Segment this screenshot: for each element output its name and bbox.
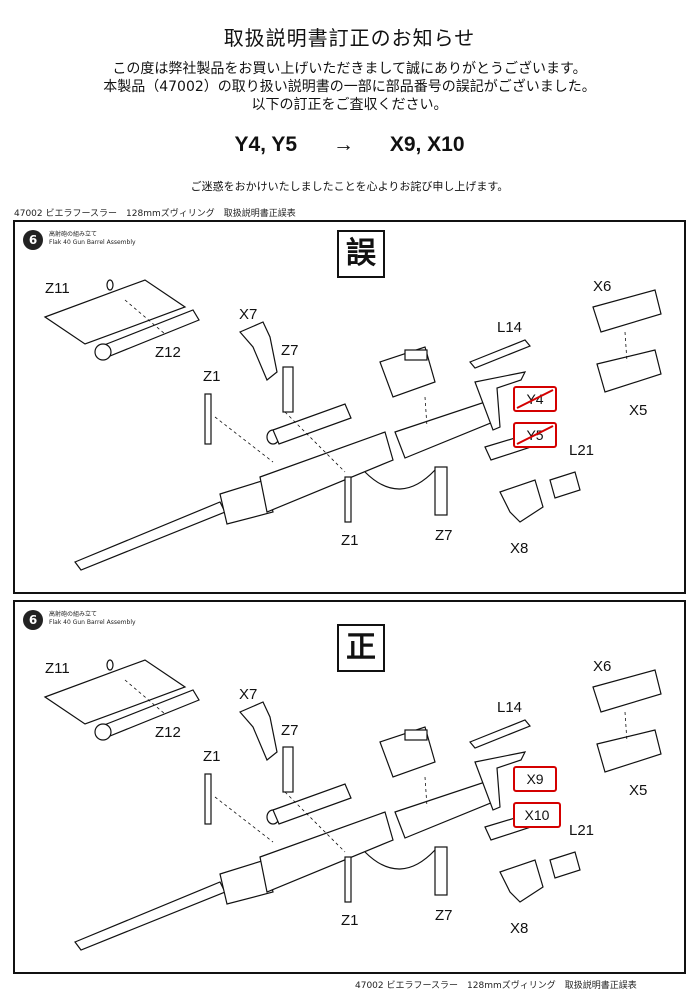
step-title: 高射砲の組み立て Flak 40 Gun Barrel Assembly — [49, 611, 136, 627]
intro-line-2: 本製品（47002）の取り扱い説明書の一部に部品番号の誤記がございました。 — [103, 79, 596, 95]
label-l21: L21 — [569, 442, 595, 459]
label-x7: X7 — [239, 306, 258, 323]
panel-wrong: 6 高射砲の組み立て Flak 40 Gun Barrel Assembly 誤 — [13, 220, 686, 594]
wrong-badge: 誤 — [337, 230, 385, 278]
intro-line-3: 以下の訂正をご査収ください。 — [251, 97, 448, 113]
label-x7: X7 — [239, 686, 258, 703]
label-x5: X5 — [629, 782, 648, 799]
label-l21: L21 — [569, 822, 595, 839]
label-z7-lower: Z7 — [435, 907, 453, 924]
assembly-diagram-wrong — [43, 279, 662, 571]
intro-text: この度は弊社製品をお買い上げいただきまして誠にありがとうございます。 本製品（4… — [0, 60, 699, 114]
label-x6: X6 — [593, 278, 612, 295]
label-z1-upper: Z1 — [203, 748, 221, 765]
step-title: 高射砲の組み立て Flak 40 Gun Barrel Assembly — [49, 231, 136, 247]
label-z1-upper: Z1 — [203, 368, 221, 385]
correct-badge: 正 — [337, 624, 385, 672]
correction-arrow: → — [332, 133, 354, 156]
step-title-en: Flak 40 Gun Barrel Assembly — [49, 239, 136, 246]
footer-caption-top: 47002 ビエラフースラー 128mmズヴィリング 取扱説明書正誤表 — [14, 209, 296, 219]
callout-correct-1: X9 — [513, 766, 557, 792]
strike-icon — [516, 425, 554, 445]
callout-wrong-1: Y4 — [513, 386, 557, 412]
correction-from: Y4, Y5 — [234, 133, 298, 156]
label-z11: Z11 — [45, 280, 70, 297]
label-z7-upper: Z7 — [281, 342, 299, 359]
callout-wrong-2: Y5 — [513, 422, 557, 448]
footer-caption-bottom: 47002 ビエラフースラー 128mmズヴィリング 取扱説明書正誤表 — [355, 981, 637, 991]
callout-correct-1-text: X9 — [526, 771, 544, 787]
label-x6: X6 — [593, 658, 612, 675]
correction-to: X9, X10 — [389, 133, 465, 156]
step-title-jp: 高射砲の組み立て — [49, 231, 98, 238]
step-number: 6 — [23, 230, 43, 250]
label-x8: X8 — [510, 920, 529, 937]
assembly-diagram-correct — [43, 659, 662, 951]
label-z1-lower: Z1 — [341, 912, 359, 929]
callout-correct-2-text: X10 — [524, 807, 550, 823]
label-z1-lower: Z1 — [341, 532, 359, 549]
panel-correct: 6 高射砲の組み立て Flak 40 Gun Barrel Assembly 正 — [13, 600, 686, 974]
label-l14: L14 — [497, 699, 523, 716]
label-z12: Z12 — [155, 344, 181, 361]
apology-text: ご迷惑をおかけいたしましたことを心よりお詫び申し上げます。 — [190, 180, 509, 193]
step-title-jp: 高射砲の組み立て — [49, 611, 98, 618]
label-x5: X5 — [629, 402, 648, 419]
label-z12: Z12 — [155, 724, 181, 741]
intro-line-1: この度は弊社製品をお買い上げいただきまして誠にありがとうございます。 — [112, 61, 587, 77]
label-l14: L14 — [497, 319, 523, 336]
strike-icon — [516, 389, 554, 409]
label-z7-upper: Z7 — [281, 722, 299, 739]
step-title-en: Flak 40 Gun Barrel Assembly — [49, 619, 136, 626]
correction-summary: Y4, Y5 → X9, X10 — [0, 133, 699, 157]
step-number: 6 — [23, 610, 43, 630]
label-z11: Z11 — [45, 660, 70, 677]
label-x8: X8 — [510, 540, 529, 557]
notice-title: 取扱説明書訂正のお知らせ — [223, 26, 476, 50]
callout-correct-2: X10 — [513, 802, 561, 828]
label-z7-lower: Z7 — [435, 527, 453, 544]
